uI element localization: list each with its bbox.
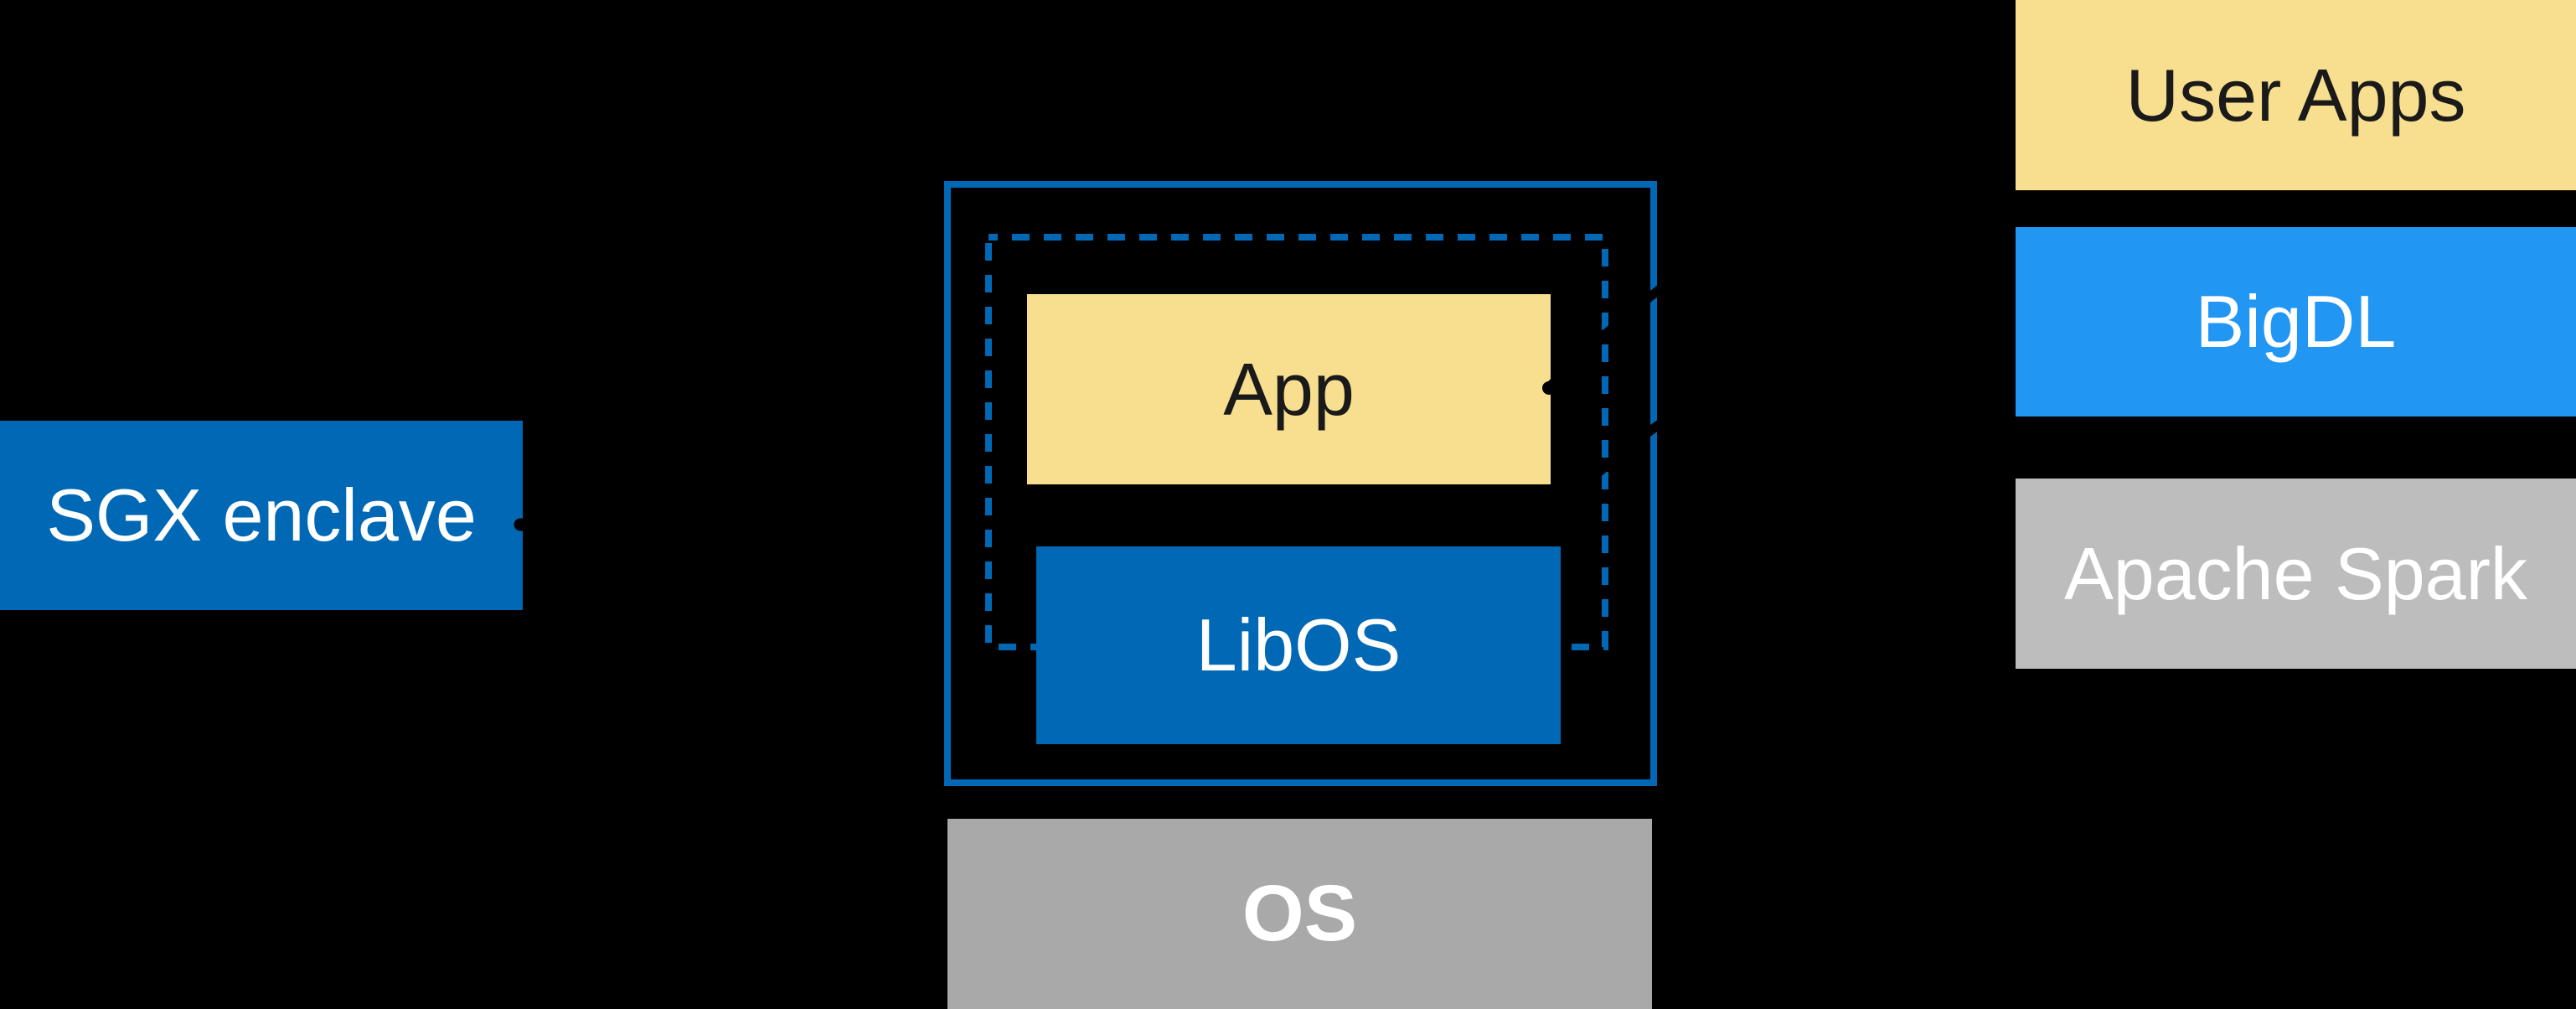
arrow-to-app (1546, 129, 1932, 391)
bigdl-label: BigDL (2195, 280, 2397, 363)
libos-label: LibOS (1195, 603, 1402, 686)
user-apps-label: User Apps (2125, 53, 2466, 137)
user-apps-box: User Apps (2016, 0, 2576, 190)
bigdl-box: BigDL (2016, 227, 2576, 417)
sgx-enclave-box: SGX enclave (0, 421, 523, 610)
apache-spark-label: Apache Spark (2064, 531, 2527, 615)
apache-spark-box: Apache Spark (2016, 479, 2576, 669)
os-box: OS (947, 819, 1652, 1009)
arrow-to-enclave (1562, 284, 1932, 506)
sgx-enclave-label: SGX enclave (46, 473, 477, 556)
libos-box: LibOS (1036, 546, 1561, 744)
app-label: App (1223, 347, 1355, 431)
os-label: OS (1242, 869, 1358, 958)
app-box: App (1027, 294, 1551, 484)
